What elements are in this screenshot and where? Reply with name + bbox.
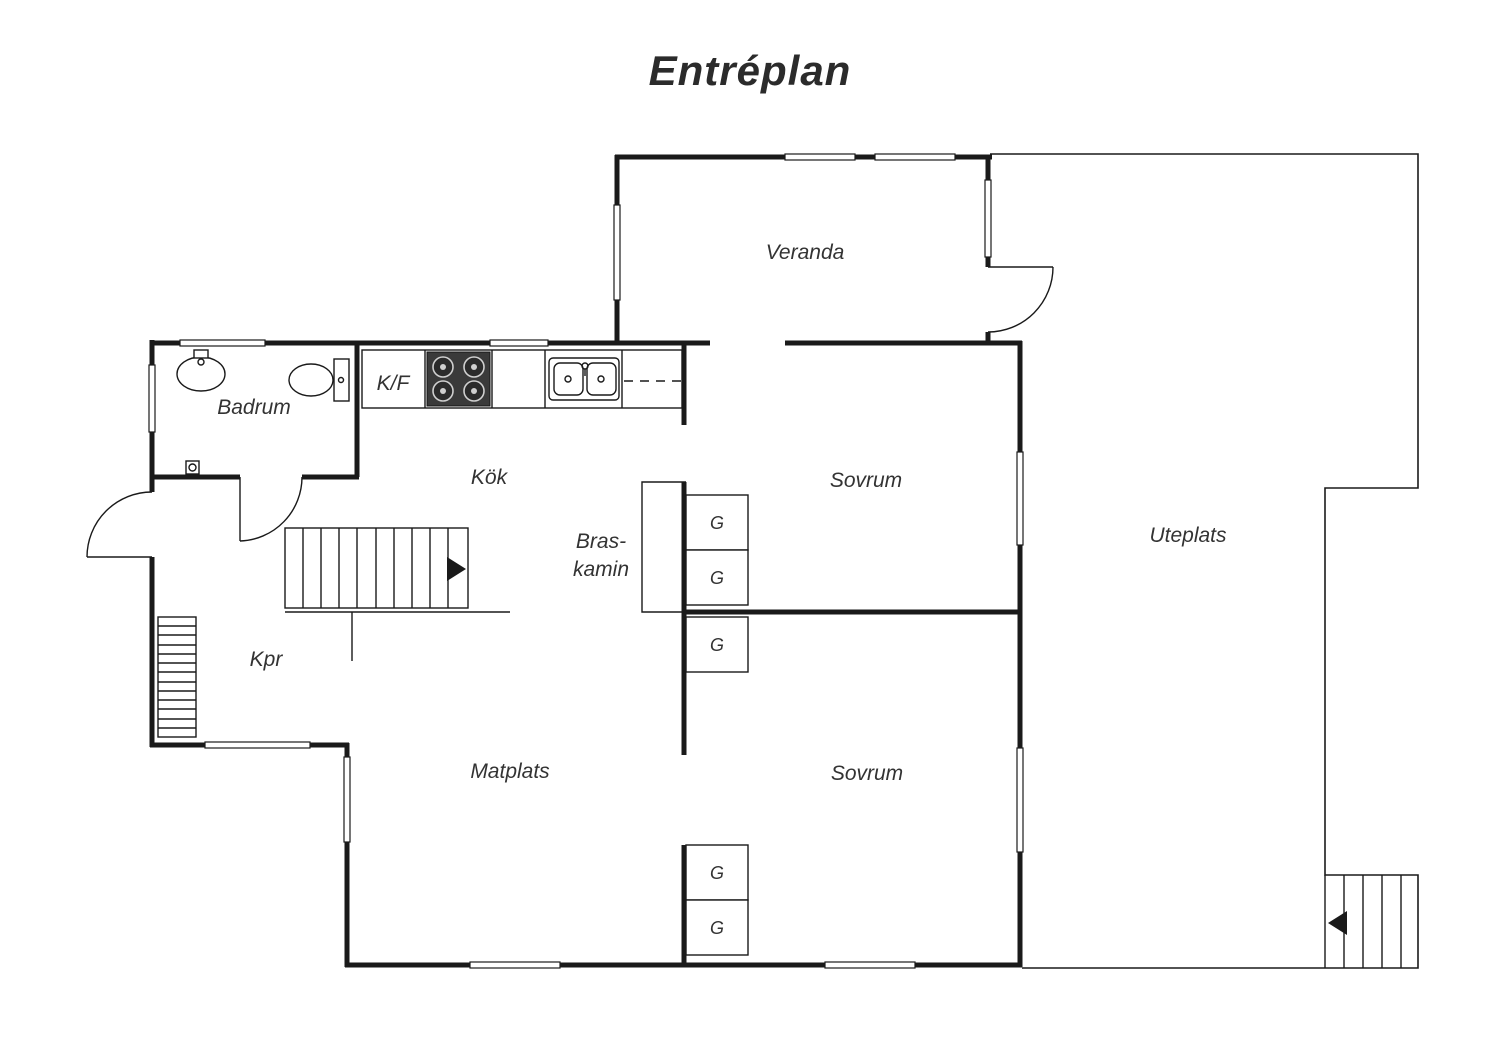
uteplats-outline xyxy=(990,153,1419,969)
wardrobe-box xyxy=(685,616,749,673)
room-label-matplats: Matplats xyxy=(470,760,550,783)
window xyxy=(874,153,956,161)
entry-door xyxy=(86,491,153,558)
wardrobe-box xyxy=(685,844,749,901)
wardrobe-label: G xyxy=(710,918,724,938)
kitchen-sink-icon xyxy=(548,357,620,401)
window xyxy=(343,756,351,843)
room-label-braskamin-line2: kamin xyxy=(573,558,629,581)
wardrobe-box xyxy=(685,549,749,606)
window xyxy=(824,961,916,969)
deck-stairs-direction-arrow xyxy=(1328,911,1347,935)
window xyxy=(1016,451,1024,546)
wardrobes: G G G G G xyxy=(685,494,749,956)
window xyxy=(148,364,156,433)
window xyxy=(179,339,266,347)
room-label-kok: Kök xyxy=(471,466,509,489)
wardrobe-box xyxy=(685,899,749,956)
wardrobe-label: G xyxy=(710,568,724,588)
staircase-treads xyxy=(302,528,449,608)
toilet-icon xyxy=(288,358,350,402)
exterior-walls xyxy=(149,154,1023,968)
window xyxy=(613,204,621,301)
wardrobe-label: G xyxy=(710,635,724,655)
window xyxy=(489,339,549,347)
window xyxy=(204,741,311,749)
bathroom-sink-icon xyxy=(176,349,226,392)
room-label-kpr: Kpr xyxy=(250,648,284,671)
room-label-sovrum-lower: Sovrum xyxy=(831,762,903,785)
room-label-sovrum-upper: Sovrum xyxy=(830,469,902,492)
plan-title: Entréplan xyxy=(649,47,852,94)
room-label-uteplats: Uteplats xyxy=(1149,524,1227,547)
doors xyxy=(86,266,1054,558)
staircase xyxy=(284,527,510,661)
kitchen-counter xyxy=(361,349,683,409)
floor-drain-icon xyxy=(185,460,200,475)
kitchen-fixtures xyxy=(361,349,683,409)
room-label-kf: K/F xyxy=(377,372,411,395)
room-label-braskamin-line1: Bras- xyxy=(576,530,626,553)
counter-dividers xyxy=(424,350,623,408)
room-label-badrum: Badrum xyxy=(217,396,291,419)
bathroom-fixtures xyxy=(176,349,350,475)
fireplace-structure xyxy=(641,481,686,613)
wardrobe-box xyxy=(685,494,749,551)
radiator-hatch-lines xyxy=(158,625,196,729)
window xyxy=(1016,747,1024,853)
radiator-icon xyxy=(157,616,197,738)
uteplats-area xyxy=(990,153,1419,969)
room-label-veranda: Veranda xyxy=(766,241,845,264)
room-labels: Veranda Badrum K/F Kök Sovrum Bras- kami… xyxy=(217,241,1227,785)
veranda-door xyxy=(987,266,1054,333)
window xyxy=(469,961,561,969)
interior-walls xyxy=(150,343,1020,965)
windows xyxy=(148,153,1024,969)
stove-burners xyxy=(432,356,485,402)
window xyxy=(784,153,856,161)
staircase-direction-arrow xyxy=(447,557,466,581)
bathroom-door xyxy=(239,476,303,542)
wardrobe-label: G xyxy=(710,863,724,883)
wardrobe-label: G xyxy=(710,513,724,533)
window xyxy=(984,179,992,258)
